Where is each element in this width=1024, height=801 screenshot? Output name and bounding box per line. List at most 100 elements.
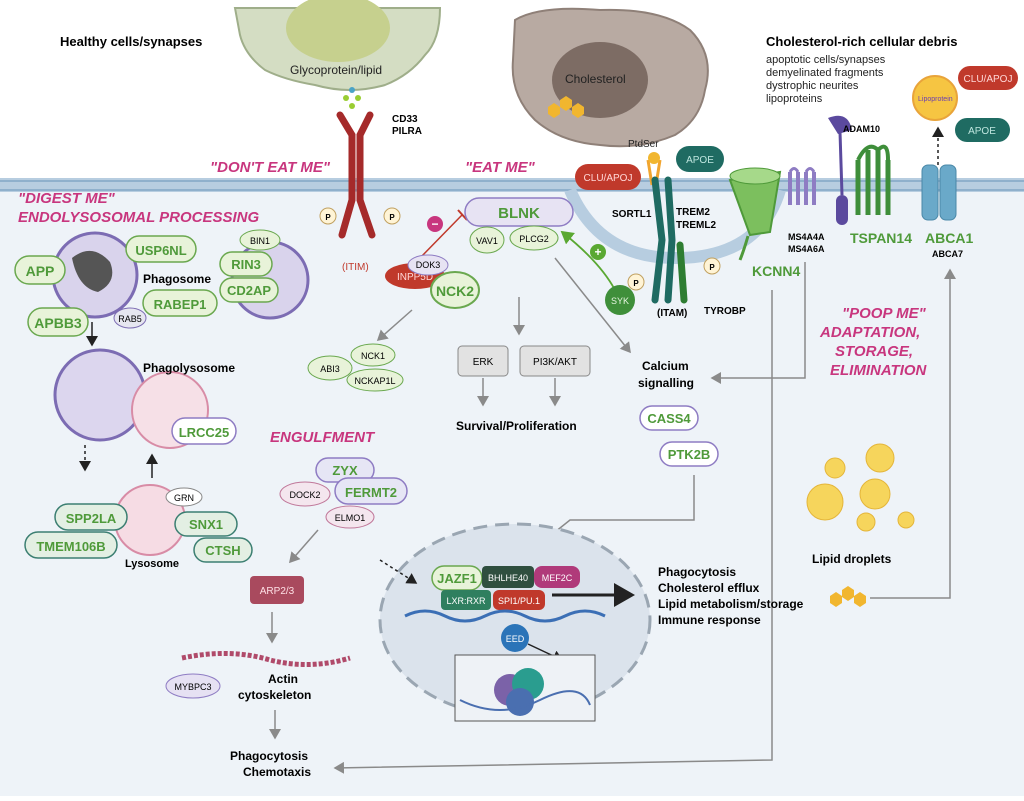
nck2-node	[430, 271, 480, 309]
apbb3-label: APBB3	[34, 315, 82, 331]
endolysosomal-label: ENDOLYSOSOMAL PROCESSING	[18, 209, 259, 226]
chemotaxis-outcome-label: Chemotaxis	[243, 765, 311, 779]
cd2ap-node	[219, 277, 279, 303]
dok3-node	[407, 254, 449, 276]
vav1-node	[469, 226, 505, 254]
phospho-label-left: P	[325, 213, 331, 222]
debris-item-1: apoptotic cells/synapses	[766, 54, 886, 66]
storage-label: STORAGE,	[835, 343, 913, 360]
cholesterol-efflux-icon	[830, 586, 866, 607]
minus-sign: −	[431, 217, 438, 231]
tmem106b-label: TMEM106B	[36, 539, 105, 554]
debris-nucleus	[552, 42, 648, 118]
nck2-label: NCK2	[436, 283, 474, 299]
kcnn4-label: KCNN4	[752, 263, 800, 279]
plus-sign: +	[594, 245, 601, 259]
lxr-rxr-label: LXR:RXR	[446, 596, 486, 606]
tmem106b-node	[24, 531, 118, 559]
mybpc3-node	[165, 673, 221, 699]
app-node	[14, 255, 66, 285]
phagolysosome-vesicle	[53, 348, 147, 442]
lysosome-label: Lysosome	[125, 558, 179, 570]
vav1-label: VAV1	[476, 236, 498, 246]
cholesterol-icon	[548, 96, 584, 118]
pi3k-node	[519, 345, 591, 377]
healthy-cells-title: Healthy cells/synapses	[60, 34, 202, 49]
output-2: Cholesterol efflux	[658, 581, 760, 595]
eat-me-label: "EAT ME"	[465, 159, 536, 176]
clu-apoj-top-badge	[958, 66, 1018, 90]
grn-label: GRN	[174, 493, 194, 503]
lipid-droplets-icon	[806, 443, 915, 532]
inhibition-line	[419, 214, 463, 259]
glycan-icon	[343, 87, 361, 109]
phagolysosome-label: Phagolysosome	[143, 361, 235, 375]
phospho-badge-left	[319, 207, 337, 225]
elmo1-label: ELMO1	[335, 513, 366, 523]
syk-node	[605, 285, 635, 315]
dok3-label: DOK3	[416, 260, 441, 270]
actin-filament-icon	[181, 651, 351, 667]
zyx-label: ZYX	[332, 463, 358, 478]
debris-item-2: demyelinated fragments	[766, 67, 884, 79]
phospho-badge-itam	[627, 273, 645, 291]
digest-me-label: "DIGEST ME"	[18, 190, 116, 207]
sortl1-label: SORTL1	[612, 209, 652, 220]
blnk-node	[464, 197, 574, 227]
apoe-label: APOE	[686, 155, 714, 166]
lxr-rxr-node	[441, 590, 491, 610]
fermt2-node	[334, 477, 408, 505]
calcium-label: Calcium	[642, 359, 689, 373]
adam10-label: ADAM10	[843, 124, 880, 134]
rab5-label: RAB5	[118, 314, 142, 324]
engulfment-label: ENGULFMENT	[270, 429, 376, 446]
abca1-transporter-icon	[921, 164, 957, 221]
output-4: Immune response	[658, 613, 761, 627]
trem2-receptor-icon	[651, 176, 688, 304]
mef2c-label: MEF2C	[542, 573, 573, 583]
spp2la-label: SPP2LA	[66, 511, 117, 526]
tspan14-icon	[855, 144, 891, 215]
erk-label: ERK	[473, 357, 494, 368]
elimination-label: ELIMINATION	[830, 362, 928, 379]
erk-node	[457, 345, 509, 377]
lipoprotein-label: Lipoprotein	[918, 96, 953, 103]
arp23-node	[250, 576, 304, 604]
apoe-badge	[676, 146, 724, 172]
eed-label: EED	[506, 634, 525, 644]
phagocytosis-outcome-label: Phagocytosis	[230, 749, 308, 763]
lipid-droplets-label: Lipid droplets	[812, 552, 892, 566]
glycoprotein-label: Glycoprotein/lipid	[290, 63, 382, 77]
pilra-label: PILRA	[392, 126, 422, 137]
treml2-label: TREML2	[676, 220, 716, 231]
debris-item-4: lipoproteins	[766, 93, 823, 105]
inpp5d-label: INPP5D	[397, 272, 433, 283]
rabep1-label: RABEP1	[154, 297, 207, 312]
ptdser-label: PtdSer	[628, 139, 659, 150]
dock2-label: DOCK2	[289, 490, 320, 500]
mef2c-node	[534, 566, 580, 588]
survival-label: Survival/Proliferation	[456, 419, 577, 433]
lrcc25-label: LRCC25	[179, 425, 230, 440]
plus-icon	[590, 244, 606, 260]
dock2-node	[279, 481, 331, 507]
abi3-node	[307, 355, 353, 381]
abi3-label: ABI3	[320, 364, 340, 374]
apbb3-node	[27, 307, 89, 337]
cd33-label: CD33	[392, 114, 418, 125]
bin1-label: BIN1	[250, 236, 270, 246]
cholesterol-label: Cholesterol	[565, 72, 626, 86]
rin3-label: RIN3	[231, 257, 261, 272]
adaptation-label: ADAPTATION,	[819, 324, 920, 341]
minus-icon	[427, 216, 443, 232]
phospho-label-right: P	[389, 213, 395, 222]
kcnn4-channel-icon	[728, 167, 782, 261]
rabep1-node	[142, 289, 218, 317]
lipoprotein-particle	[912, 75, 958, 121]
rin3-node	[219, 251, 273, 277]
tyrobp-label: TYROBP	[704, 306, 746, 317]
ctsh-node	[193, 537, 253, 563]
dont-eat-me-label: "DON'T EAT ME"	[210, 159, 331, 176]
healthy-cell-nucleus	[286, 0, 390, 62]
